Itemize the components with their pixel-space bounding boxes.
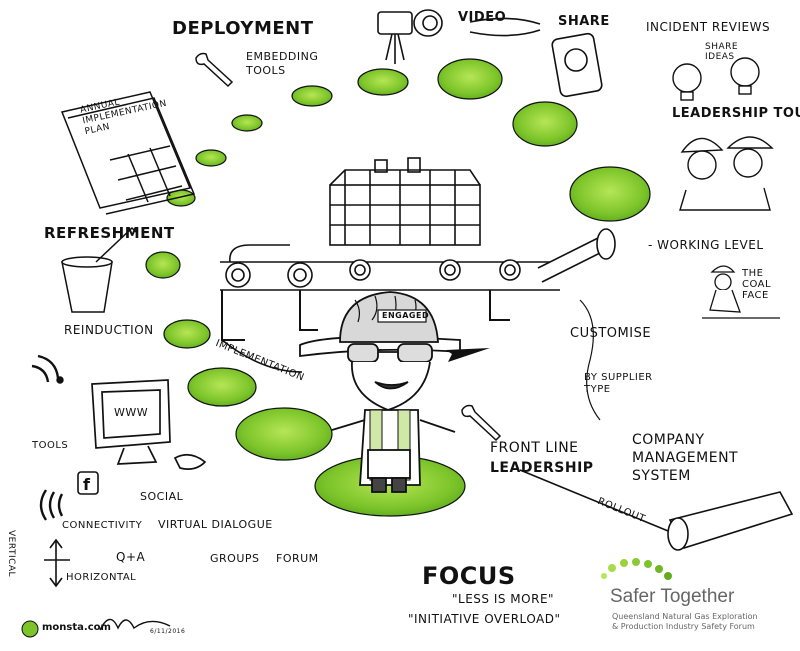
smartphone-icon xyxy=(551,32,603,98)
disc xyxy=(231,114,263,132)
label-qa: Q+A xyxy=(116,550,146,564)
label-share: SHARE xyxy=(558,14,610,29)
disc xyxy=(512,101,578,147)
label-video: VIDEO xyxy=(458,10,507,25)
wifi-icon xyxy=(31,354,64,521)
label-coal-face: THE COAL FACE xyxy=(742,268,772,301)
label-refreshment: REFRESHMENT xyxy=(44,224,175,242)
label-share-ideas: SHARE IDEAS xyxy=(705,42,739,62)
label-social: SOCIAL xyxy=(140,490,184,503)
label-management: MANAGEMENT xyxy=(632,450,739,466)
label-horizontal: HORIZONTAL xyxy=(66,572,137,583)
label-system: SYSTEM xyxy=(632,468,691,484)
disc xyxy=(357,68,409,96)
label-working-level: - WORKING LEVEL xyxy=(648,238,764,252)
disc xyxy=(437,58,503,100)
direction-arrows-icon xyxy=(44,538,70,588)
label-focus: FOCUS xyxy=(422,562,516,590)
label-connectivity: CONNECTIVITY xyxy=(62,520,143,531)
cup-icon xyxy=(61,226,137,313)
label-engaged: ENGAGED xyxy=(382,311,430,320)
disc xyxy=(235,407,333,461)
label-initiative-overload: "INITIATIVE OVERLOAD" xyxy=(408,612,561,626)
label-vertical: VERTICAL xyxy=(6,530,16,578)
label-embedding-tools: EMBEDDING TOOLS xyxy=(246,50,319,77)
label-incident-reviews: INCIDENT REVIEWS xyxy=(646,20,771,34)
calendar-icon xyxy=(60,91,196,215)
coal-face-worker-icon xyxy=(702,265,780,319)
brand-title: Safer Together xyxy=(610,586,735,607)
video-camera-icon xyxy=(377,9,541,64)
facebook-icon: f xyxy=(77,471,99,495)
label-leadership: LEADERSHIP xyxy=(490,460,594,476)
disc xyxy=(569,166,651,222)
label-tools: TOOLS xyxy=(32,440,69,451)
brand-subtitle-2: & Production Industry Safety Forum xyxy=(612,622,755,631)
label-leadership-tours: LEADERSHIP TOURS xyxy=(672,106,800,121)
label-deployment: DEPLOYMENT xyxy=(172,18,314,39)
safer-together-logo xyxy=(601,558,672,580)
label-groups: GROUPS xyxy=(210,552,260,565)
disc xyxy=(163,319,211,349)
disc xyxy=(145,251,181,279)
svg-text:f: f xyxy=(83,475,91,494)
wrench-icon xyxy=(195,52,502,442)
label-less-is-more: "LESS IS MORE" xyxy=(452,592,555,606)
arrow-to-character xyxy=(221,339,303,373)
date-label: 6/11/2016 xyxy=(150,628,186,635)
monsta-label: monsta.com xyxy=(42,622,111,633)
brand-subtitle-1: Queensland Natural Gas Exploration xyxy=(612,612,758,621)
lightbulb-icon xyxy=(672,57,760,101)
label-customise: CUSTOMISE xyxy=(570,326,652,341)
stepping-discs xyxy=(145,58,651,517)
label-www: WWW xyxy=(114,406,149,419)
disc xyxy=(195,149,227,167)
label-front-line: FRONT LINE xyxy=(490,440,579,456)
monsta-logo-icon xyxy=(21,620,39,638)
label-company: COMPANY xyxy=(632,432,705,448)
label-forum: FORUM xyxy=(276,552,319,565)
pipeline-plant-icon xyxy=(220,157,616,421)
label-by-supplier-type: BY SUPPLIER TYPE xyxy=(584,372,653,395)
disc xyxy=(291,85,333,107)
disc xyxy=(187,367,257,407)
rolled-scroll-icon xyxy=(519,469,794,551)
label-virtual-dialogue: VIRTUAL DIALOGUE xyxy=(158,518,273,531)
computer-icon xyxy=(91,379,207,470)
label-reinduction: REINDUCTION xyxy=(64,323,154,337)
pointer-arrow xyxy=(446,348,490,362)
hard-hat-icon xyxy=(679,136,774,211)
signature xyxy=(99,618,171,631)
